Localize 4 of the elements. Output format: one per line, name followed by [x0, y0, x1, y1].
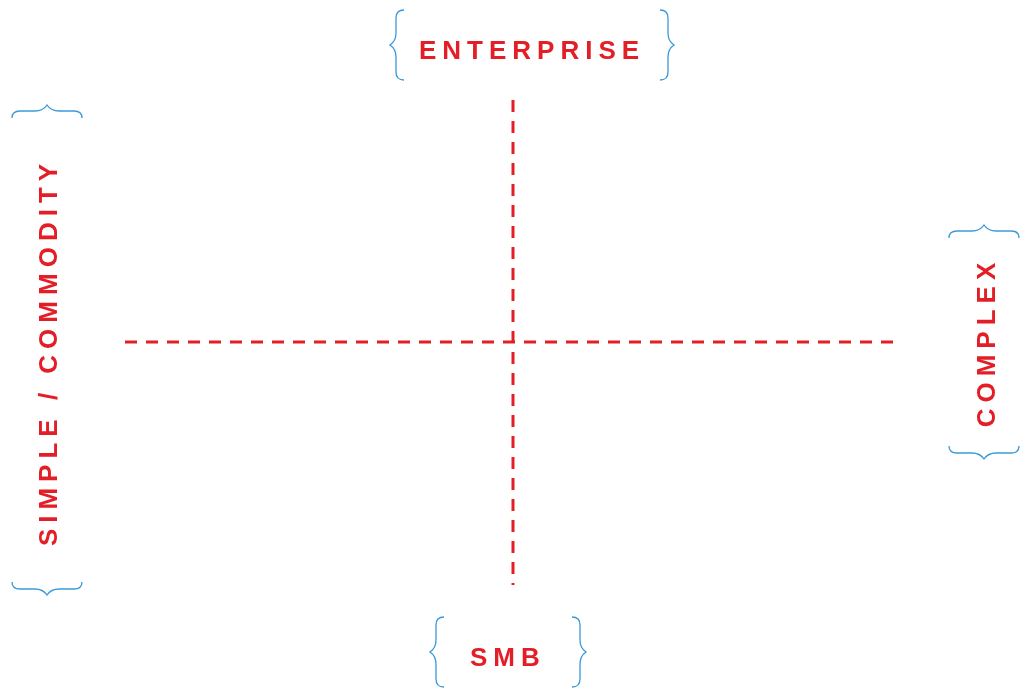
- axis-label: COMPLEX: [970, 256, 1001, 428]
- axis-label: SIMPLE / COMMODITY: [33, 157, 64, 547]
- axis-label: SMB: [470, 642, 546, 672]
- axis-label: ENTERPRISE: [419, 35, 646, 65]
